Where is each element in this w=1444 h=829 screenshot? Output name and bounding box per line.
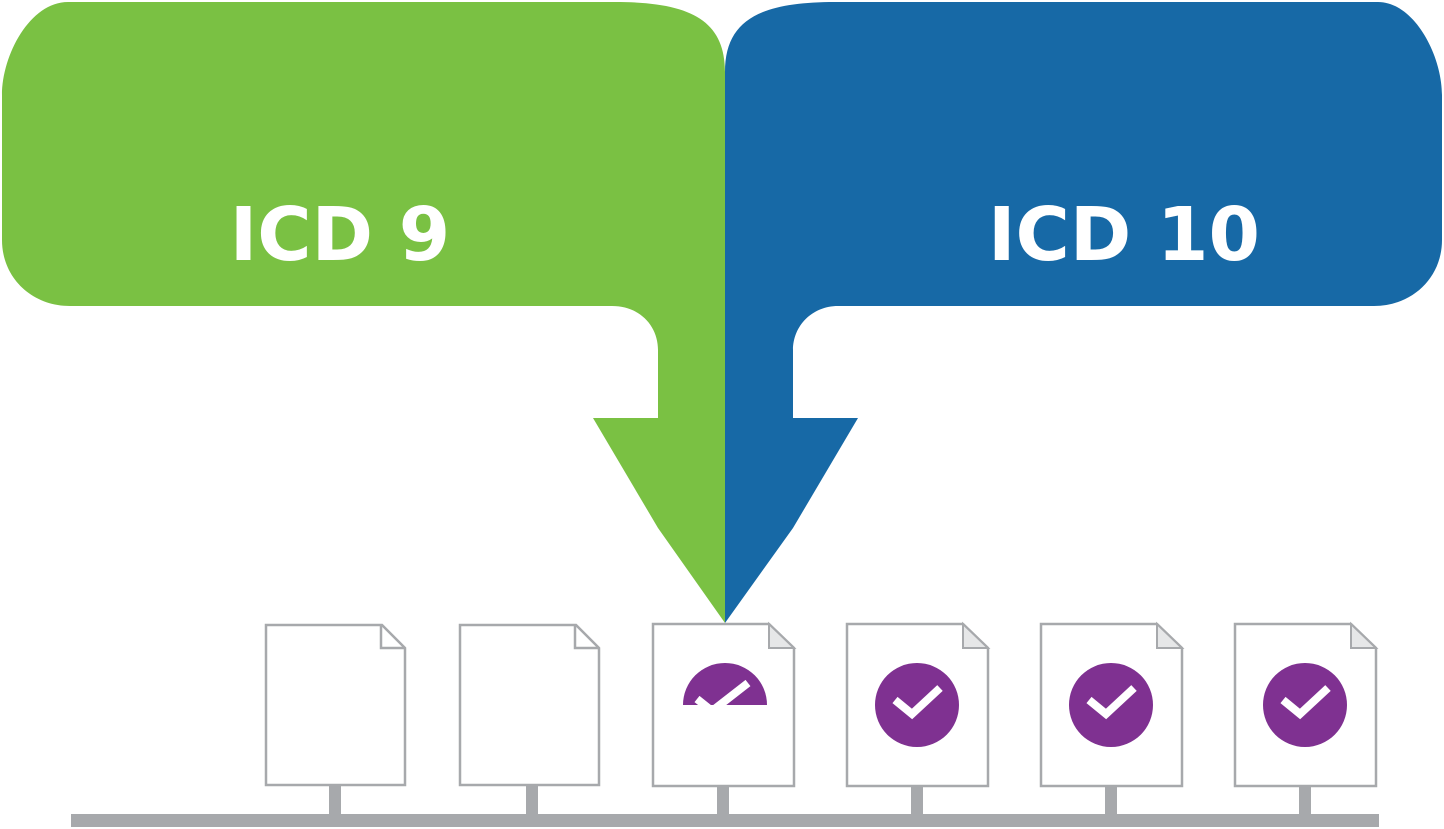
document-icon	[458, 623, 601, 787]
timeline-post	[717, 784, 729, 816]
document-fold	[573, 625, 599, 650]
timeline-post	[329, 784, 341, 816]
timeline-post	[911, 784, 923, 816]
timeline-post	[526, 784, 538, 816]
check-mark	[1086, 685, 1137, 720]
timeline	[71, 621, 1379, 827]
document-fold	[962, 621, 991, 649]
partial-check-mark	[694, 679, 751, 717]
check-badge-icon	[875, 663, 959, 747]
icd10-bubble: ICD 10	[725, 2, 1442, 623]
document-fold	[768, 621, 797, 649]
timeline-post	[1299, 784, 1311, 816]
document-fold	[1156, 621, 1185, 649]
document-icon	[264, 623, 407, 787]
document-fold	[379, 625, 405, 650]
check-badge-icon	[1069, 663, 1153, 747]
document-icon	[845, 621, 991, 788]
check-badge-icon	[1263, 663, 1347, 747]
icd10-label: ICD 10	[988, 192, 1260, 278]
timeline-post	[1105, 784, 1117, 816]
document-outline	[458, 623, 601, 787]
partial-check-circle	[683, 663, 767, 705]
document-fold	[1350, 621, 1379, 649]
document-icon	[651, 621, 797, 788]
partial-check-badge-icon	[683, 663, 767, 717]
check-mark	[1280, 685, 1331, 720]
document-outline	[264, 623, 407, 787]
icd10-bubble-shape	[725, 2, 1442, 623]
document-icon	[1233, 621, 1379, 788]
timeline-rail	[71, 814, 1379, 827]
icd9-label: ICD 9	[230, 192, 451, 278]
icd9-bubble-shape	[2, 2, 725, 623]
check-mark	[892, 685, 943, 720]
document-icon	[1039, 621, 1185, 788]
icd9-bubble: ICD 9	[2, 2, 725, 623]
